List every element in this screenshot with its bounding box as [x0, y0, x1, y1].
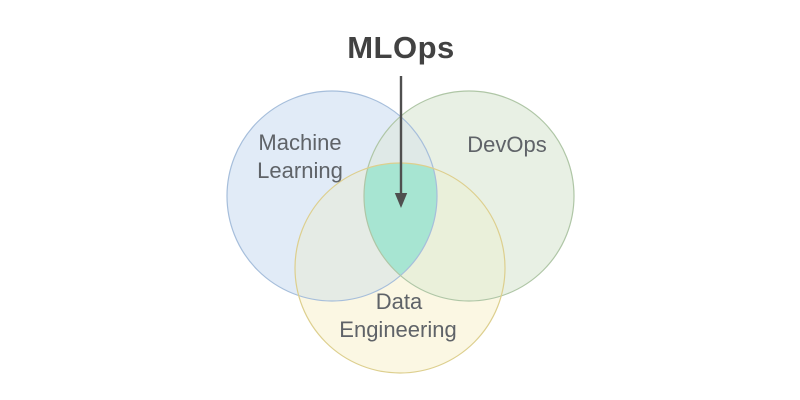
- arrow-head: [394, 193, 408, 208]
- devops-circle-outline: [363, 90, 575, 302]
- down-arrow: [394, 76, 408, 208]
- data-eng-label-line1: Data: [376, 289, 423, 314]
- devops-label: DevOps: [467, 132, 546, 157]
- diagram-title: MLOps: [347, 30, 455, 65]
- ml-circle-outline: [226, 90, 438, 302]
- mlops-center-intersection: [364, 163, 437, 276]
- ml-label-line2: Learning: [257, 158, 343, 183]
- ml-label-line1: Machine: [258, 130, 341, 155]
- data-eng-label-line2: Engineering: [339, 317, 456, 342]
